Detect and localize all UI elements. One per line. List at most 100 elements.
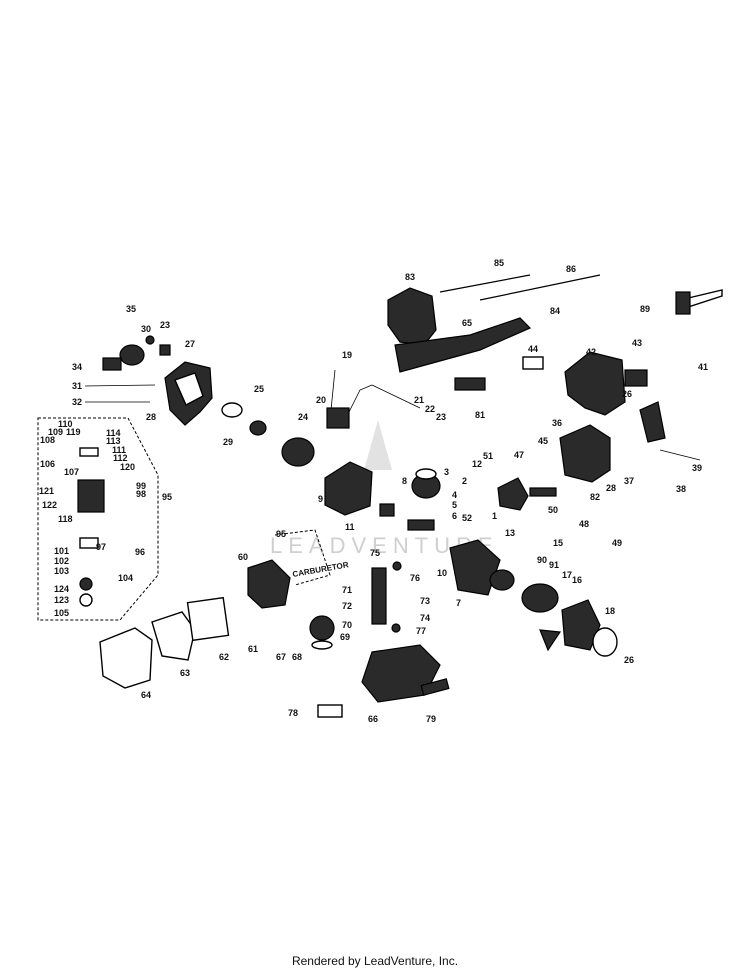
callout-86: 86 bbox=[566, 264, 576, 274]
handle-throttle-group bbox=[387, 274, 601, 391]
callout-106: 106 bbox=[40, 459, 55, 469]
callout-95: 95 bbox=[162, 492, 172, 502]
engine-36 bbox=[559, 424, 611, 483]
callout-13: 13 bbox=[505, 528, 515, 538]
watermark-logo bbox=[364, 420, 392, 470]
callout-16: 16 bbox=[572, 575, 582, 585]
callout-2: 2 bbox=[462, 476, 467, 486]
ignition-module-19-20 bbox=[326, 369, 421, 429]
callout-47: 47 bbox=[514, 450, 524, 460]
callout-95b: 95 bbox=[276, 529, 286, 539]
footer-credit: Rendered by LeadVenture, Inc. bbox=[291, 954, 459, 968]
callout-61: 61 bbox=[248, 644, 258, 654]
callout-67: 67 bbox=[276, 652, 286, 662]
piston-assembly-2-8 bbox=[407, 468, 441, 531]
crankcase-11 bbox=[324, 461, 395, 517]
callout-99: 99 bbox=[136, 481, 146, 491]
callout-108: 108 bbox=[40, 435, 55, 445]
callout-90: 90 bbox=[537, 555, 547, 565]
callout-17: 17 bbox=[562, 570, 572, 580]
callout-6: 6 bbox=[452, 511, 457, 521]
drive-shaft-parts-70-77 bbox=[371, 561, 402, 633]
callout-37: 37 bbox=[624, 476, 634, 486]
callout-101: 101 bbox=[54, 546, 69, 556]
callout-74: 74 bbox=[420, 613, 430, 623]
starter-assembly-15-18 bbox=[521, 583, 618, 657]
callout-35: 35 bbox=[126, 304, 136, 314]
fuel-tank-42 bbox=[564, 351, 648, 416]
callout-19: 19 bbox=[342, 350, 352, 360]
callout-102: 102 bbox=[54, 556, 69, 566]
callout-51: 51 bbox=[483, 451, 493, 461]
crankshaft-47 bbox=[497, 477, 557, 511]
callout-63: 63 bbox=[180, 668, 190, 678]
callout-29: 29 bbox=[223, 437, 233, 447]
callout-43: 43 bbox=[632, 338, 642, 348]
fuel-tank-66 bbox=[317, 644, 450, 718]
callout-111: 111 bbox=[112, 445, 126, 455]
callout-84: 84 bbox=[550, 306, 560, 316]
callout-97: 97 bbox=[96, 542, 106, 552]
callout-83: 83 bbox=[405, 272, 415, 282]
callout-124: 124 bbox=[54, 584, 69, 594]
carburetor-exploded-group bbox=[37, 417, 159, 621]
callout-89: 89 bbox=[640, 304, 650, 314]
callout-70: 70 bbox=[342, 620, 352, 630]
callout-62: 62 bbox=[219, 652, 229, 662]
callout-113: 113 bbox=[106, 436, 121, 446]
callout-60: 60 bbox=[238, 552, 248, 562]
callout-79: 79 bbox=[426, 714, 436, 724]
callout-121: 121 bbox=[39, 486, 54, 496]
callout-42: 42 bbox=[586, 347, 596, 357]
callout-25: 25 bbox=[254, 384, 264, 394]
carburetor-text: CARBURETOR bbox=[292, 560, 350, 579]
callout-4: 4 bbox=[452, 490, 457, 500]
callout-12: 12 bbox=[472, 459, 482, 469]
callout-27: 27 bbox=[185, 339, 195, 349]
callout-38: 38 bbox=[676, 484, 686, 494]
callout-7: 7 bbox=[456, 598, 461, 608]
callout-76: 76 bbox=[410, 573, 420, 583]
callout-114: 114 bbox=[106, 428, 121, 438]
callout-73: 73 bbox=[420, 596, 430, 606]
callout-68: 68 bbox=[292, 652, 302, 662]
callout-75: 75 bbox=[370, 548, 380, 558]
callout-118: 118 bbox=[58, 514, 73, 524]
spark-plug-wrench-89 bbox=[675, 289, 723, 315]
callout-18: 18 bbox=[605, 606, 615, 616]
callout-49: 49 bbox=[612, 538, 622, 548]
callout-11: 11 bbox=[345, 522, 355, 532]
muffler-assembly bbox=[84, 335, 213, 426]
callout-15: 15 bbox=[553, 538, 563, 548]
housing-7 bbox=[449, 539, 515, 596]
callout-103: 103 bbox=[54, 566, 69, 576]
callout-26b: 26 bbox=[624, 655, 634, 665]
callout-30: 30 bbox=[141, 324, 151, 334]
callout-52: 52 bbox=[462, 513, 472, 523]
callout-1: 1 bbox=[492, 511, 497, 521]
callout-123: 123 bbox=[54, 595, 69, 605]
callout-64: 64 bbox=[141, 690, 151, 700]
callout-48: 48 bbox=[579, 519, 589, 529]
callout-44: 44 bbox=[528, 344, 538, 354]
callout-119: 119 bbox=[66, 427, 81, 437]
callout-8: 8 bbox=[402, 476, 407, 486]
callout-120: 120 bbox=[120, 462, 135, 472]
callout-96: 96 bbox=[135, 547, 145, 557]
callout-50: 50 bbox=[548, 505, 558, 515]
callout-71: 71 bbox=[342, 585, 352, 595]
callout-104: 104 bbox=[118, 573, 133, 583]
callout-112: 112 bbox=[113, 453, 128, 463]
callout-23: 23 bbox=[160, 320, 170, 330]
callout-26: 26 bbox=[622, 389, 632, 399]
fuel-cap-67 bbox=[309, 615, 335, 650]
callout-34: 34 bbox=[72, 362, 82, 372]
label-44 bbox=[522, 356, 544, 370]
callout-98: 98 bbox=[136, 489, 146, 499]
callout-21: 21 bbox=[414, 395, 424, 405]
callout-77: 77 bbox=[416, 626, 426, 636]
callout-41: 41 bbox=[698, 362, 708, 372]
callout-10: 10 bbox=[437, 568, 447, 578]
callout-32: 32 bbox=[72, 397, 82, 407]
